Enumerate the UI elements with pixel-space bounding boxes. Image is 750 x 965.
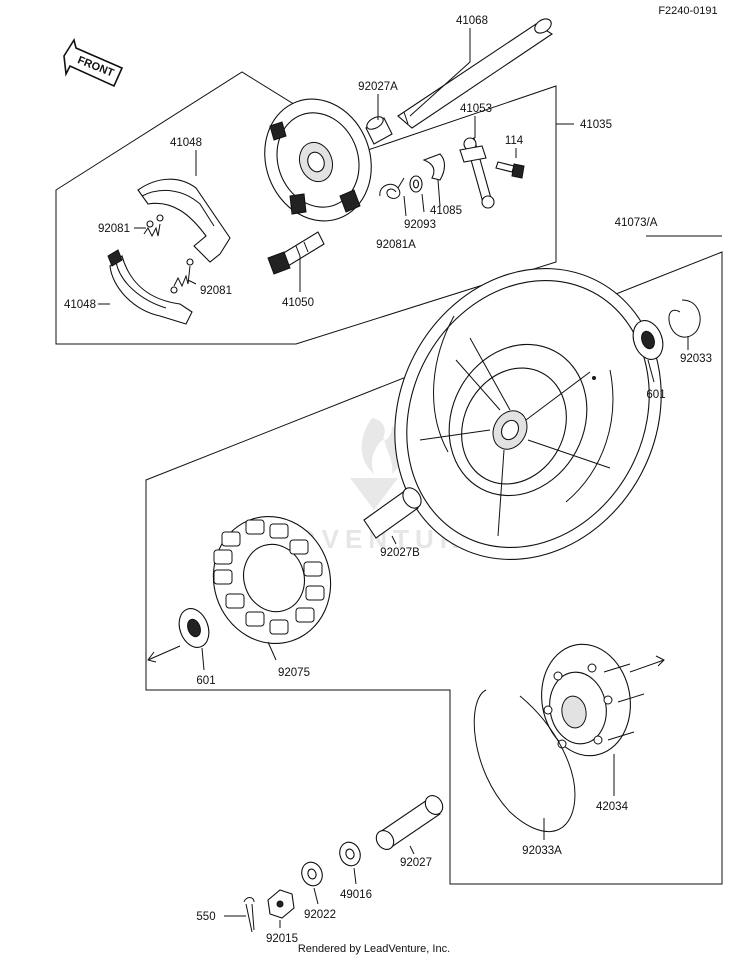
label-92027B: 92027B	[380, 547, 420, 559]
front-arrow: FRONT	[63, 37, 124, 88]
part-550-cotter-pin	[243, 897, 255, 933]
part-92033-circlip	[668, 299, 701, 338]
part-41050-cam	[267, 231, 325, 275]
part-92027-collar	[375, 795, 444, 850]
brake-group-outline	[55, 71, 557, 345]
label-49016: 49016	[340, 889, 372, 901]
label-41085: 41085	[430, 205, 462, 217]
label-92093: 92093	[404, 219, 436, 231]
part-114-bolt	[495, 161, 525, 179]
label-92015: 92015	[266, 933, 298, 945]
wheel-group-outline	[145, 251, 723, 885]
part-92081-spring-upper	[143, 214, 164, 238]
label-92081-lower: 92081	[200, 285, 232, 297]
label-114: 114	[505, 135, 524, 147]
part-41048-shoe-lower	[107, 249, 193, 325]
label-92081A: 92081A	[376, 239, 416, 251]
leader-lines	[98, 28, 722, 928]
label-42034: 42034	[596, 801, 629, 813]
part-brake-panel	[264, 98, 372, 222]
part-41085-indicator	[422, 153, 446, 181]
label-41048-lower: 41048	[64, 299, 96, 311]
label-41053: 41053	[460, 103, 492, 115]
part-92093-seal	[409, 175, 423, 193]
footer-credit: Rendered by LeadVenture, Inc.	[298, 943, 450, 955]
part-92027B-collar	[363, 487, 422, 539]
part-92022-washer	[301, 861, 323, 887]
part-42034-coupling	[541, 643, 645, 757]
part-labels: 41068 92027A 41053 114 41035 41048 92081…	[64, 15, 712, 945]
part-601-bearing-left	[178, 608, 210, 648]
diagram-code: F2240-0191	[658, 5, 717, 17]
part-92075-damper	[212, 515, 332, 645]
label-601-left: 601	[196, 675, 215, 687]
label-92075: 92075	[278, 667, 310, 679]
label-41073A: 41073/A	[615, 217, 658, 229]
part-92027A-collar	[365, 116, 393, 145]
label-41035: 41035	[580, 119, 612, 131]
part-41053-lever	[459, 137, 495, 209]
label-601-right: 601	[646, 389, 665, 401]
part-92015-nut	[267, 889, 295, 919]
label-41048-upper: 41048	[170, 137, 202, 149]
label-550: 550	[196, 911, 215, 923]
label-92027A: 92027A	[358, 81, 398, 93]
part-92033A-circlip	[473, 689, 576, 833]
label-92081-upper: 92081	[98, 223, 130, 235]
label-41050: 41050	[282, 297, 314, 309]
part-41073A-rear-wheel	[394, 268, 662, 560]
part-41048-shoe-upper	[137, 178, 231, 263]
part-49016-washer	[339, 841, 361, 867]
label-41068: 41068	[456, 15, 488, 27]
label-92027: 92027	[400, 857, 432, 869]
label-92033: 92033	[680, 353, 712, 365]
part-92081A-spring	[379, 177, 405, 199]
part-601-bearing-right	[632, 320, 664, 360]
part-41068-axle	[397, 18, 554, 129]
part-92081-spring-lower	[170, 258, 194, 294]
label-92033A: 92033A	[522, 845, 562, 857]
front-arrow-icon	[63, 37, 124, 88]
label-92022: 92022	[304, 909, 336, 921]
